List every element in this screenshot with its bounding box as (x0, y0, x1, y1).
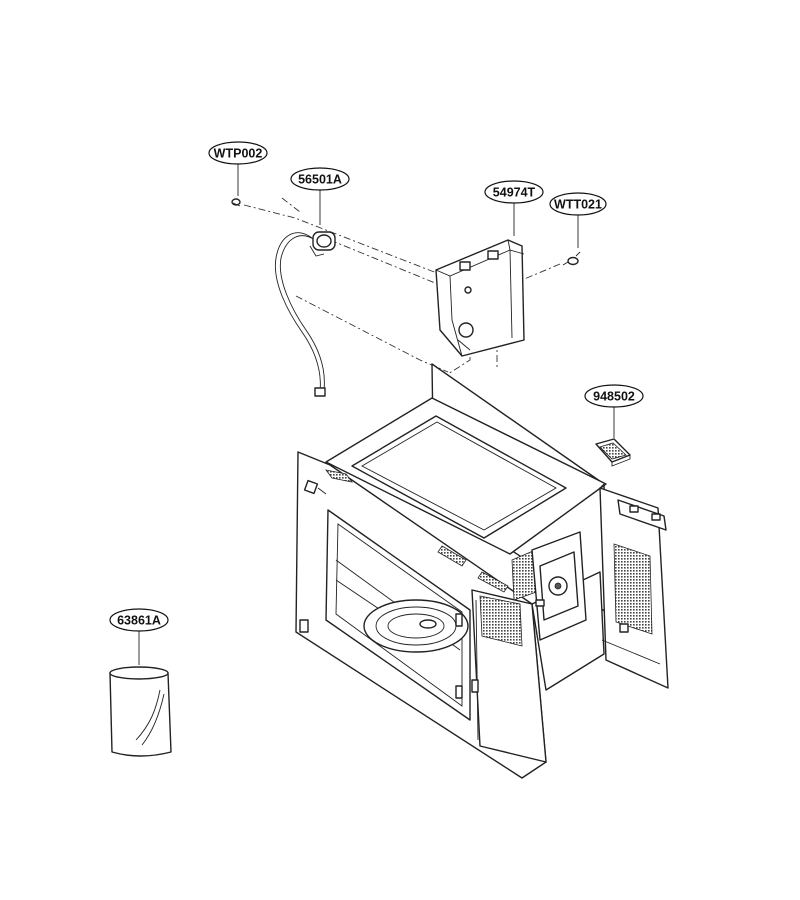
callout-wtp002-text: WTP002 (214, 147, 263, 161)
callout-54974t[interactable]: 54974T (484, 180, 544, 204)
callout-wtt021-text: WTT021 (554, 198, 602, 212)
callout-56501a-text: 56501A (298, 173, 342, 187)
turntable (363, 599, 469, 653)
callout-56501a[interactable]: 56501A (290, 167, 350, 191)
screw-wtp002 (231, 198, 241, 207)
screw-wtt021 (562, 251, 581, 266)
callout-948502-text: 948502 (593, 390, 635, 404)
part-948502 (595, 438, 631, 467)
callout-wtt021[interactable]: WTT021 (549, 192, 607, 216)
right-side-wall (599, 483, 669, 689)
thermal-sensor-56501a (274, 231, 336, 397)
cup-63861a (109, 666, 172, 757)
callout-63861a-text: 63861A (117, 614, 161, 628)
control-side-panel (455, 531, 605, 763)
callout-948502[interactable]: 948502 (584, 384, 644, 408)
callout-63861a[interactable]: 63861A (109, 608, 169, 632)
bracket-54974t (435, 239, 525, 357)
callout-54974t-text: 54974T (493, 186, 536, 200)
callout-wtp002[interactable]: WTP002 (208, 141, 268, 165)
